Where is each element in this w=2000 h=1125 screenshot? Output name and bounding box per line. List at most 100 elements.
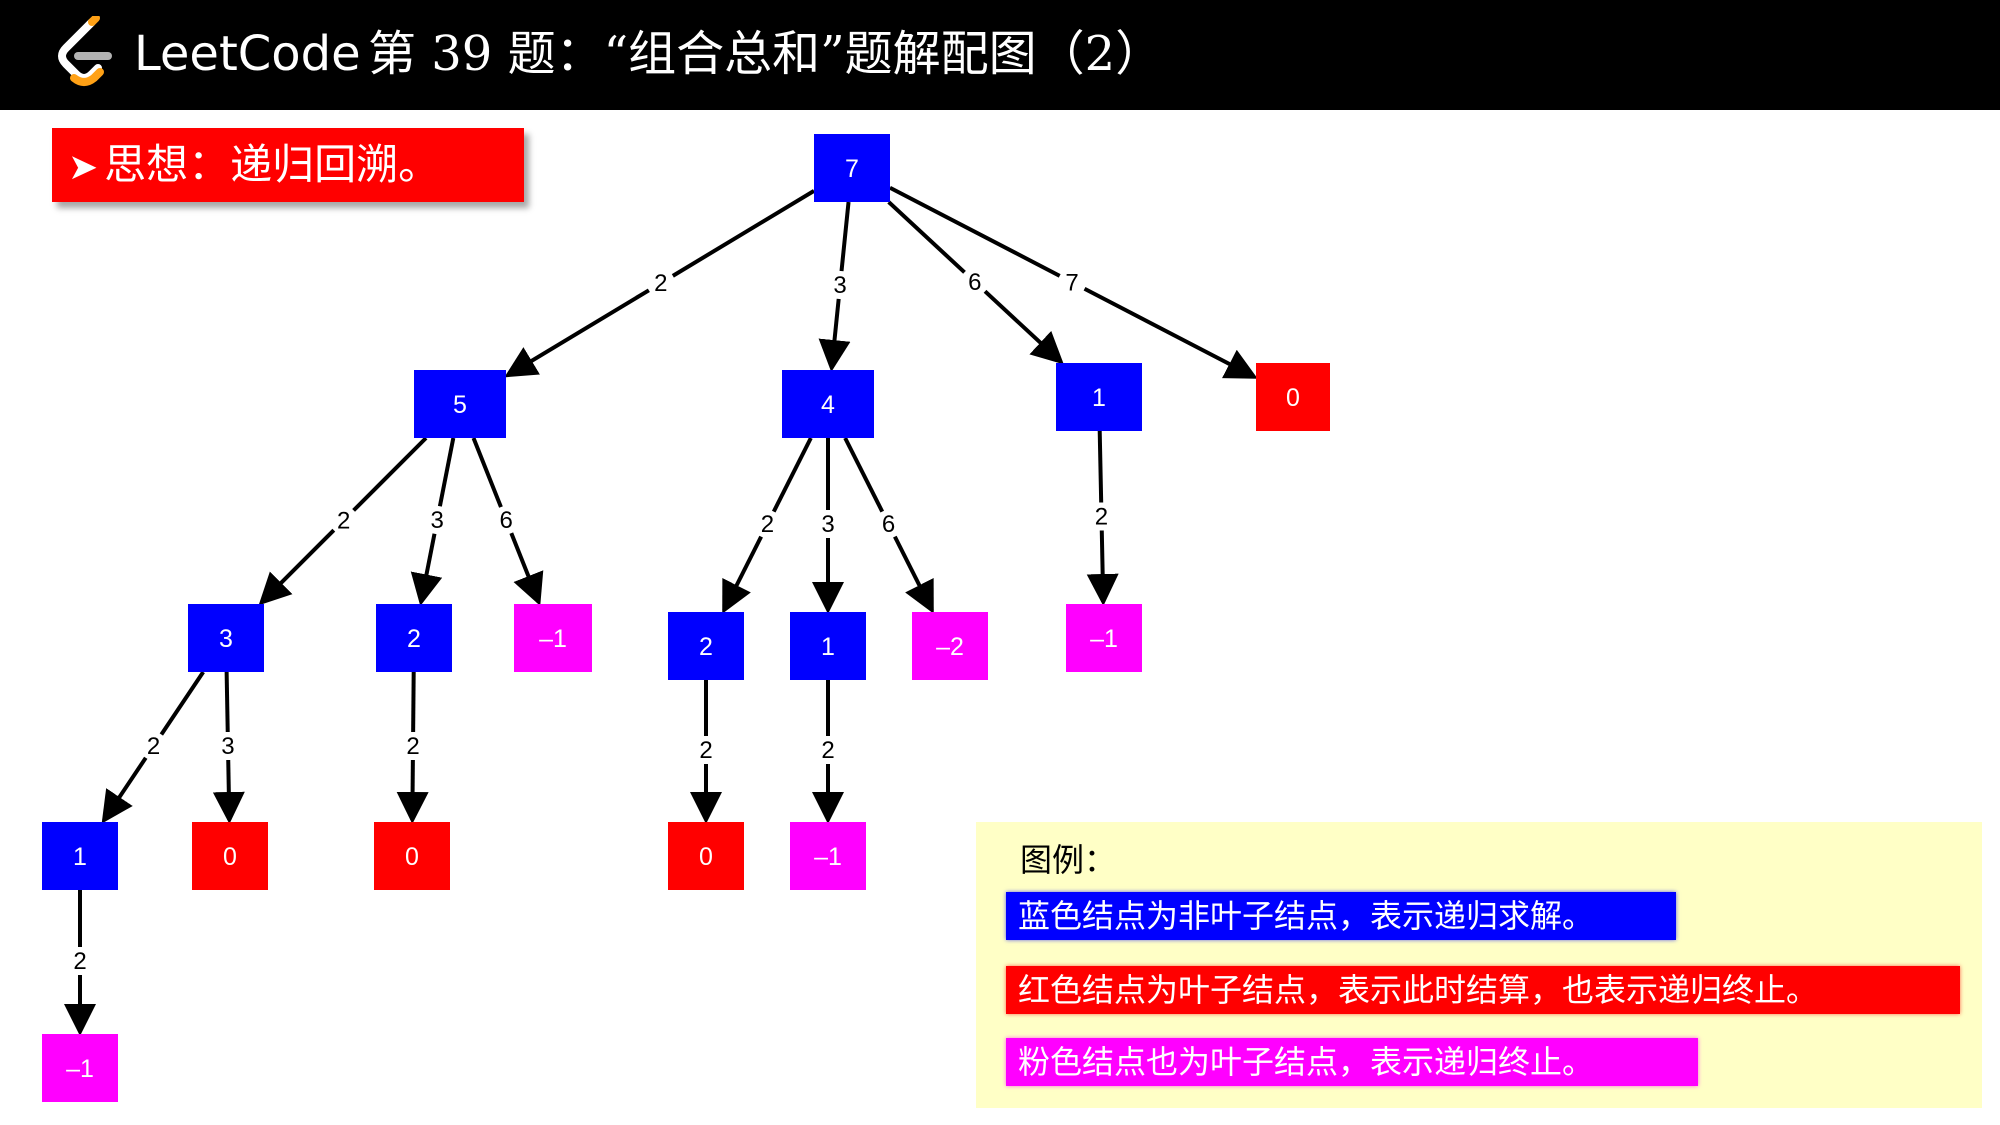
edge-label: 2 — [73, 948, 86, 975]
tree-node-label: 0 — [699, 843, 713, 871]
tree-node-box — [790, 612, 866, 680]
tree-node-box — [782, 370, 874, 438]
tree-node-terminated: –1 — [514, 604, 592, 672]
tree-node-nonleaf: 7 — [814, 134, 890, 202]
tree-node-leaf: 0 — [668, 822, 744, 890]
edge-label: 2 — [699, 737, 712, 764]
tree-node-box — [1066, 604, 1142, 672]
tree-edge-arrow-n5-n2a — [410, 533, 443, 606]
tree-edge-n1a-nm1b — [1097, 430, 1104, 503]
edge-label: 6 — [968, 269, 981, 296]
tree-node-label: 0 — [1286, 384, 1300, 412]
tree-node-label: 0 — [405, 843, 419, 871]
tree-edge-arrow-n4-n2b — [722, 535, 763, 614]
legend-item-leaf: 红色结点为叶子结点，表示此时结算，也表示递归终止。 — [1006, 966, 1960, 1014]
leetcode-logo-icon — [58, 16, 112, 86]
tree-edge-arrow-n3-n0b — [212, 759, 245, 824]
tree-node-nonleaf: 3 — [188, 604, 264, 672]
tree-node-nonleaf: 1 — [1056, 363, 1142, 431]
tree-node-box — [188, 604, 264, 672]
tree-edge-arrow-n1a-nm1b — [1086, 530, 1119, 606]
tree-node-box — [514, 604, 592, 672]
tree-edge-n4-n2b — [771, 437, 813, 513]
tree-edge-n3-n0b — [224, 671, 230, 733]
legend-panel: 图例： 蓝色结点为非叶子结点，表示递归求解。 红色结点为叶子结点，表示此时结算，… — [976, 822, 1982, 1108]
tree-node-label: –1 — [1090, 625, 1118, 653]
tree-edge-n5-n2a — [437, 437, 456, 507]
tree-node-box — [814, 134, 890, 202]
tree-edge-arrow-n7-n1a — [983, 289, 1064, 365]
tree-node-label: 3 — [219, 625, 233, 653]
legend-title: 图例： — [1020, 841, 1117, 879]
edge-label: 7 — [1065, 269, 1078, 296]
edge-label: 2 — [1095, 504, 1108, 531]
tree-node-box — [668, 612, 744, 680]
tree-node-terminated: –1 — [42, 1034, 118, 1102]
tree-node-terminated: –1 — [1066, 604, 1142, 672]
tree-edge-n7-n1a — [887, 200, 966, 274]
tree-node-terminated: –2 — [912, 612, 988, 680]
tree-node-nonleaf: 2 — [376, 604, 452, 672]
tree-node-nonleaf: 1 — [790, 612, 866, 680]
page-title: 第 39 题：“组合总和”题解配图（2） — [368, 26, 1164, 82]
brand-name: LeetCode — [134, 26, 361, 82]
edge-label: 6 — [882, 511, 895, 538]
tree-edge-arrow-n7-n4 — [818, 298, 851, 372]
tree-edge-n7-n4 — [839, 201, 851, 272]
edge-label: 2 — [654, 270, 667, 297]
tree-node-label: 7 — [845, 155, 859, 183]
tree-node-nonleaf: 4 — [782, 370, 874, 438]
tree-node-nonleaf: 2 — [668, 612, 744, 680]
header-bar: LeetCode 第 39 题：“组合总和”题解配图（2） — [0, 0, 2000, 110]
tree-node-label: –1 — [539, 625, 567, 653]
tree-node-terminated: –1 — [790, 822, 866, 890]
edge-label: 6 — [499, 507, 512, 534]
arrow-right-icon: ➤ — [68, 147, 99, 188]
tree-node-box — [42, 1034, 118, 1102]
legend-item-terminated: 粉色结点也为叶子结点，表示递归终止。 — [1006, 1038, 1698, 1086]
edge-label: 2 — [147, 733, 160, 760]
tree-node-label: 5 — [453, 391, 467, 419]
edge-label: 3 — [821, 511, 834, 538]
tree-node-box — [42, 822, 118, 890]
tree-node-box — [414, 370, 506, 438]
tree-node-label: 1 — [73, 843, 87, 871]
edge-label: 3 — [833, 272, 846, 299]
tree-node-leaf: 0 — [1256, 363, 1330, 431]
tree-node-label: 1 — [1092, 384, 1106, 412]
tree-node-label: 2 — [407, 625, 421, 653]
tree-node-nonleaf: 1 — [42, 822, 118, 890]
edge-label: 2 — [821, 737, 834, 764]
edge-label: 2 — [406, 733, 419, 760]
tree-node-box — [790, 822, 866, 890]
tree-edge-n7-n5 — [671, 189, 816, 278]
tree-node-box — [192, 822, 268, 890]
tree-edge-n2a-n0c — [411, 671, 416, 733]
tree-node-label: –1 — [66, 1055, 94, 1083]
tree-edge-n4-nm2 — [843, 437, 885, 513]
tree-node-box — [912, 612, 988, 680]
tree-edge-n5-n3 — [352, 436, 428, 512]
tree-node-label: 1 — [821, 633, 835, 661]
legend-item-nonleaf: 蓝色结点为非叶子结点，表示递归求解。 — [1006, 892, 1676, 940]
tree-node-label: –2 — [936, 633, 964, 661]
tree-node-box — [376, 604, 452, 672]
tree-edge-arrow-n7-n0a — [1083, 286, 1258, 379]
tree-node-leaf: 0 — [192, 822, 268, 890]
edge-label: 2 — [337, 507, 350, 534]
tree-edge-arrow-n7-n5 — [504, 288, 650, 378]
tree-node-box — [668, 822, 744, 890]
tree-node-label: 0 — [223, 843, 237, 871]
edge-label: 2 — [761, 511, 774, 538]
tree-edge-arrow-n2a-n0c — [396, 759, 429, 824]
tree-edge-arrow-n5-n3 — [258, 528, 336, 606]
tree-node-label: –1 — [814, 843, 842, 871]
tree-node-box — [1256, 363, 1330, 431]
tree-node-leaf: 0 — [374, 822, 450, 890]
tree-node-box — [1056, 363, 1142, 431]
tree-edge-n7-n0a — [889, 185, 1061, 278]
tree-edge-arrow-n5-nm1a — [509, 532, 544, 606]
edge-label: 3 — [221, 733, 234, 760]
edge-label: 3 — [431, 507, 444, 534]
